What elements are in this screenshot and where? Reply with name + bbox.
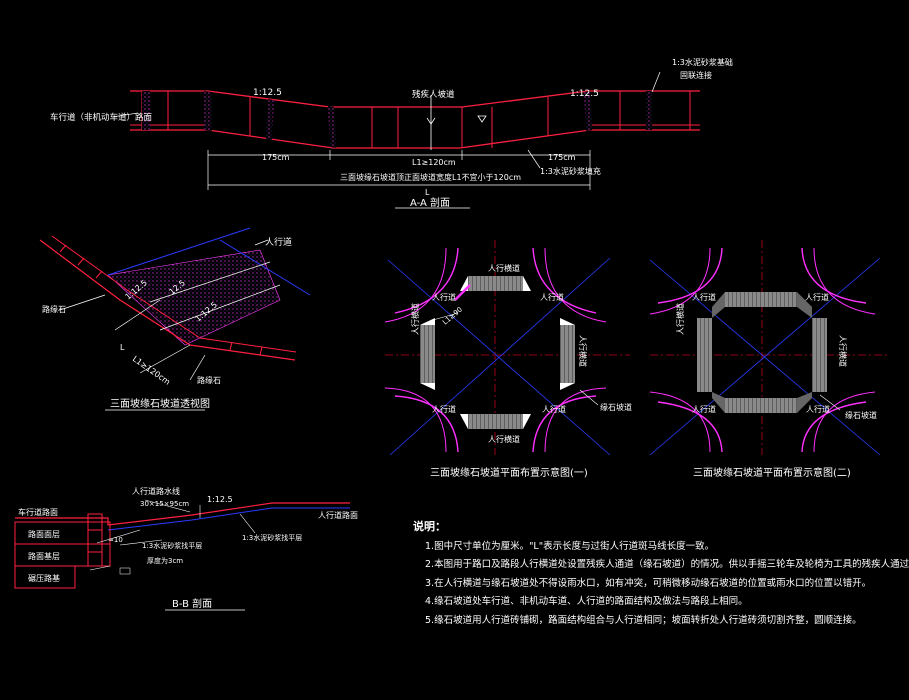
plan1-bottom: 人行横道	[488, 434, 520, 444]
note-item: 1.图中尺寸单位为厘米。"L"表示长度与过街人行道斑马线长度一致。	[425, 540, 715, 552]
persp-title: 三面坡缘石坡道透视图	[110, 397, 210, 410]
plan1-sw-bl: 人行道	[432, 404, 456, 414]
plan2-sw-tl: 人行道	[692, 292, 716, 302]
plan1-top: 人行横道	[488, 263, 520, 273]
aa-title: A-A 剖面	[410, 196, 450, 209]
persp-curb-1: 路缘石	[42, 304, 66, 314]
aa-left-note: 车行道（非机动车道）路面	[50, 112, 153, 123]
plan1-sw-tr: 人行道	[540, 292, 564, 302]
notes-title: 说明：	[413, 520, 446, 533]
bb-top-2: 30×15×95cm	[140, 500, 189, 508]
plan1-title: 三面坡缘石坡道平面布置示意图(一)	[430, 466, 588, 479]
bb-mortar-2: 1:3水泥砂浆找平层	[142, 541, 202, 550]
plan2-sw-br: 人行道	[806, 404, 830, 414]
plan-two	[649, 240, 888, 456]
persp-sidewalk: 人行道	[265, 236, 292, 248]
aa-top-right-1: 1:3水泥砂浆基础	[672, 57, 733, 67]
perspective-view	[39, 227, 311, 411]
bb-layer-2: 路面基层	[28, 551, 60, 561]
plan1-right: 人行横道	[578, 335, 588, 367]
section-b-b	[14, 499, 350, 611]
aa-top-right-2: 固联连接	[680, 70, 712, 80]
aa-dim-total: L	[425, 188, 430, 197]
notes-panel: 说明： 1.图中尺寸单位为厘米。"L"表示长度与过街人行道斑马线长度一致。 2.…	[413, 518, 909, 630]
plan2-title: 三面坡缘石坡道平面布置示意图(二)	[693, 466, 851, 479]
plan1-left: 人行横道	[410, 303, 420, 335]
bb-slope: 1:12.5	[207, 495, 233, 504]
bb-sidewalk: 人行道路面	[318, 510, 358, 520]
plan2-right: 人行横道	[838, 335, 848, 367]
aa-slope-right: 1:12.5	[570, 89, 599, 99]
persp-dim: L1≥120cm	[131, 354, 172, 387]
plan2-ramp: 缘石坡道	[845, 410, 877, 420]
note-item: 5.缘石坡道用人行道砖铺砌，路面结构组合与人行道相同；坡面转折处人行道砖须切割齐…	[425, 614, 862, 626]
bb-layer-3: 碾压路基	[28, 573, 60, 583]
aa-slope-left: 1:12.5	[253, 88, 282, 98]
aa-note-right: 1:3水泥砂浆填充	[540, 166, 601, 176]
persp-curb-2: 路缘石	[197, 375, 221, 385]
plan2-sw-bl: 人行道	[692, 404, 716, 414]
persp-l: L	[120, 343, 125, 352]
plan2-left: 人行横道	[675, 303, 685, 335]
aa-center-label: 残疾人坡道	[412, 89, 455, 100]
bb-thickness: 厚度为3cm	[147, 556, 183, 565]
bb-top-1: 人行道路水线	[132, 486, 180, 496]
section-a-a	[111, 71, 700, 209]
aa-dim-right: 175cm	[548, 153, 576, 162]
plan-one	[384, 240, 630, 456]
aa-note-center: 三面坡缘石坡道顶正面坡道宽度L1不宜小于120cm	[340, 172, 521, 182]
plan2-sw-tr: 人行道	[805, 292, 829, 302]
bb-title: B-B 剖面	[172, 597, 212, 610]
note-item: 2.本图用于路口及路段人行横道处设置残疾人通道（缘石坡道）的情况。供以手摇三轮车…	[425, 559, 909, 570]
note-item: 4.缘石坡道处车行道、非机动车道、人行道的路面结构及做法与路段上相同。	[425, 596, 748, 607]
note-item: 3.在人行横道与缘石坡道处不得设雨水口，如有冲突，可稍微移动缘石坡道的位置或雨水…	[425, 577, 872, 589]
bb-layer-1: 路面面层	[28, 529, 60, 539]
aa-dim-left: 175cm	[262, 153, 290, 162]
plan1-sw-br: 人行道	[542, 404, 566, 414]
bb-mortar-1: 1:3水泥砂浆找平层	[242, 533, 302, 542]
aa-dim-center: L1≥120cm	[412, 158, 456, 167]
bb-road: 车行道路面	[18, 507, 58, 517]
plan1-sw-tl: 人行道	[432, 292, 456, 302]
plan1-ramp: 缘石坡道	[600, 402, 632, 412]
bb-ten: ≈10	[108, 536, 123, 544]
